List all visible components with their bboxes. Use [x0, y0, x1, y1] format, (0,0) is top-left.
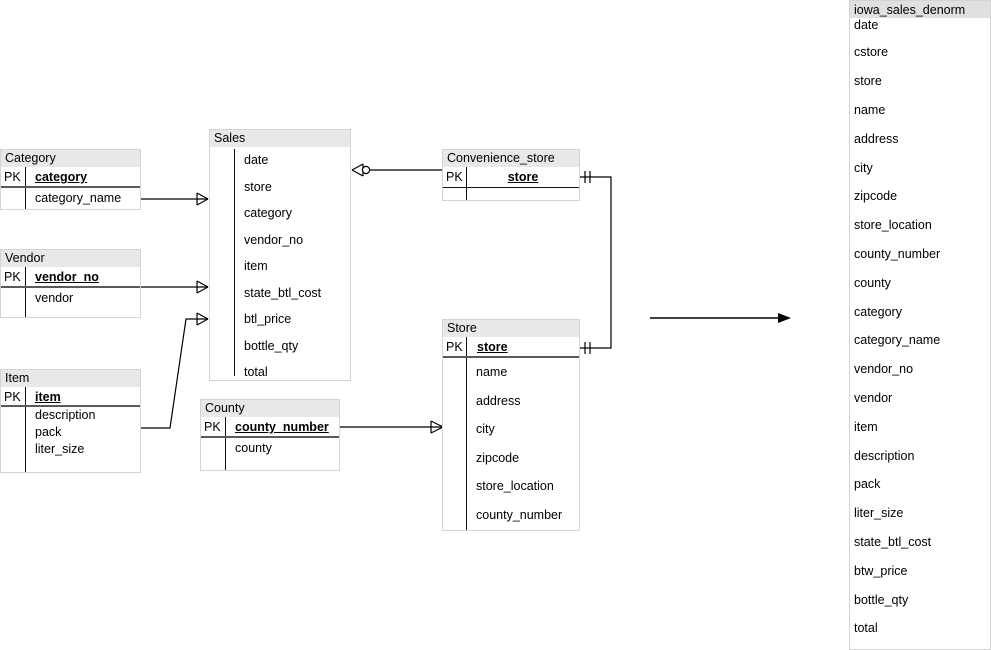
entity-title-convenience-store: Convenience_store — [443, 150, 579, 167]
denorm-column: description — [854, 448, 915, 463]
attribute-row: category — [244, 206, 292, 220]
denorm-column: county — [854, 275, 891, 290]
denorm-column: total — [854, 621, 878, 636]
denorm-table-title: iowa_sales_denorm — [850, 1, 990, 18]
pk-field-item: item — [35, 389, 61, 404]
pk-label: PK — [4, 270, 21, 285]
entity-title-item: Item — [1, 370, 140, 387]
denorm-column: pack — [854, 477, 881, 492]
attribute-row: vendor — [35, 291, 74, 306]
entity-title-category: Category — [1, 150, 140, 167]
pk-row-convenience-store: PK store — [443, 167, 579, 188]
pk-label: PK — [204, 420, 221, 435]
pk-row-store: PK store — [443, 337, 579, 358]
attribute-row: item — [244, 259, 268, 273]
crowsfoot-item-sales — [196, 312, 209, 326]
denorm-column: vendor — [854, 390, 893, 405]
denorm-column: store_location — [854, 218, 932, 233]
denorm-column: name — [854, 102, 886, 117]
denorm-column: vendor_no — [854, 362, 914, 377]
attribute-row: bottle_qty — [244, 338, 299, 353]
attribute-row: state_btl_cost — [244, 285, 322, 300]
one-and-only-one-store — [584, 342, 591, 354]
edge-cstore-store — [580, 176, 612, 349]
denorm-column: state_btl_cost — [854, 534, 932, 549]
pk-field-store: store — [477, 340, 508, 355]
crowsfoot-category-sales — [196, 192, 209, 206]
attribute-row: city — [476, 422, 495, 437]
attribute-row: vendor_no — [244, 232, 304, 247]
entity-vendor[interactable]: Vendor PK vendor_no vendor — [0, 249, 141, 318]
denorm-column: zipcode — [854, 189, 898, 204]
entity-item[interactable]: Item PK item description pack liter_size — [0, 369, 141, 473]
denorm-column: county_number — [854, 246, 941, 261]
attribute-row: description — [35, 408, 96, 423]
attribute-row: total — [244, 365, 268, 379]
attribute-row: date — [244, 153, 269, 167]
pk-label: PK — [446, 340, 463, 355]
denorm-column: liter_size — [854, 506, 904, 521]
edge-item-sales — [141, 318, 208, 429]
pk-row-category: PK category — [1, 167, 140, 188]
entity-store[interactable]: Store PK store name address city zipcode… — [442, 319, 580, 531]
attribute-row: liter_size — [35, 442, 85, 457]
denorm-column: city — [854, 160, 873, 175]
pk-underline — [1, 286, 140, 288]
pk-row-item: PK item — [1, 387, 140, 407]
pk-row-vendor: PK vendor_no — [1, 267, 140, 288]
pk-underline — [1, 405, 140, 407]
attribute-row: address — [476, 393, 521, 408]
crowsfoot-sales-cstore — [351, 163, 371, 177]
denorm-column: date — [854, 18, 879, 32]
pk-label: PK — [4, 170, 21, 185]
entity-title-vendor: Vendor — [1, 250, 140, 267]
pk-underline — [443, 186, 579, 188]
pk-label: PK — [4, 389, 21, 404]
denorm-column: store — [854, 74, 882, 89]
denorm-column: address — [854, 131, 899, 146]
entity-title-store: Store — [443, 320, 579, 337]
entity-title-county: County — [201, 400, 339, 417]
pk-field-convenience-store: store — [507, 170, 539, 185]
pk-underline — [443, 356, 579, 358]
denorm-column: category_name — [854, 333, 941, 348]
pk-field-category: category — [35, 170, 88, 185]
denormalized-table-panel[interactable]: iowa_sales_denorm date cstore store name… — [849, 0, 991, 650]
entity-county[interactable]: County PK county_number county — [200, 399, 340, 471]
attribute-row: store_location — [476, 479, 554, 494]
transform-arrow — [650, 313, 791, 323]
attribute-row — [466, 188, 579, 200]
denorm-column: btw_price — [854, 563, 908, 578]
entity-category[interactable]: Category PK category category_name — [0, 149, 141, 210]
attribute-row: name — [476, 365, 508, 380]
attribute-row: btl_price — [244, 312, 292, 326]
denorm-column: bottle_qty — [854, 592, 909, 607]
pk-row-county: PK county_number — [201, 417, 339, 438]
entity-sales[interactable]: Sales date store category vendor_no item… — [209, 129, 351, 381]
attribute-row: category_name — [35, 191, 122, 206]
attribute-row: county_number — [476, 508, 563, 523]
attribute-row: zipcode — [476, 450, 520, 465]
denorm-column: item — [854, 419, 878, 434]
attribute-row: pack — [35, 425, 62, 440]
attribute-row: store — [244, 179, 272, 194]
denorm-column: cstore — [854, 45, 889, 60]
entity-convenience-store[interactable]: Convenience_store PK store — [442, 149, 580, 201]
denorm-column: category — [854, 304, 902, 319]
attribute-row: county — [235, 441, 272, 456]
pk-underline — [1, 186, 140, 188]
entity-title-sales: Sales — [210, 130, 350, 147]
pk-underline — [201, 436, 339, 438]
pk-field-county: county_number — [235, 420, 329, 435]
pk-label: PK — [446, 170, 463, 185]
one-and-only-one-cstore — [584, 171, 591, 183]
crowsfoot-vendor-sales — [196, 280, 209, 294]
pk-field-vendor: vendor_no — [35, 270, 99, 285]
